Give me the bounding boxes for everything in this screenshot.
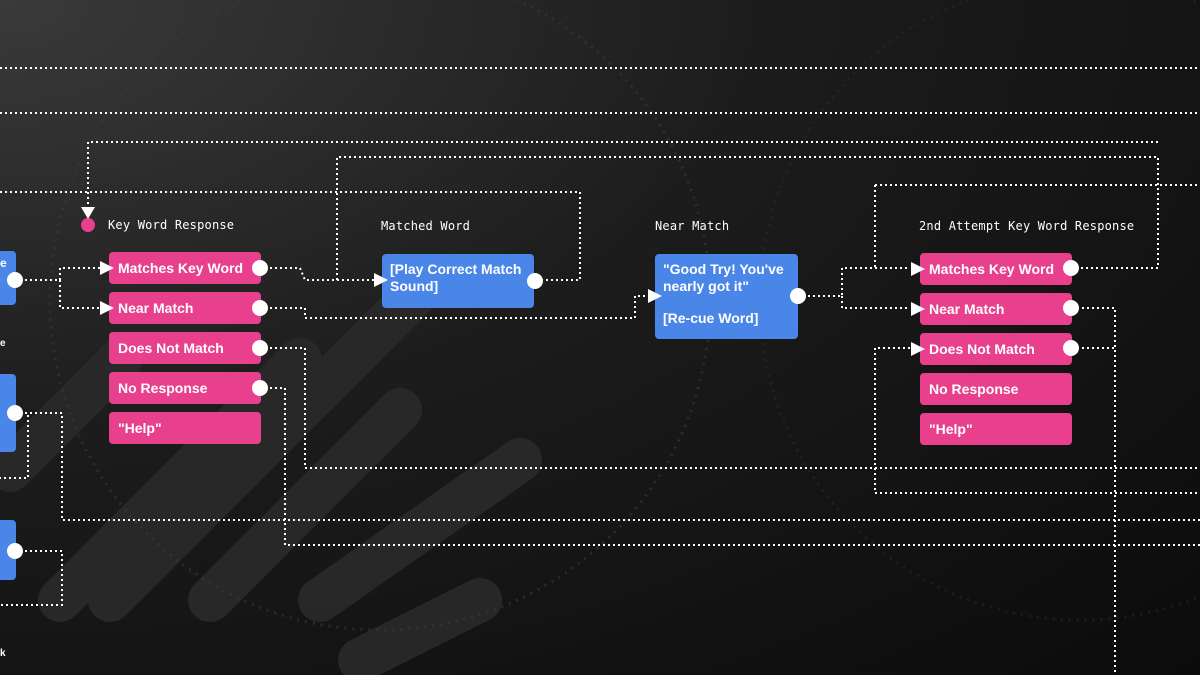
group-title-near-match: Near Match <box>655 219 730 233</box>
input-arrow-icon <box>648 289 662 303</box>
second-option-near-match[interactable]: Near Match <box>920 293 1072 325</box>
option-no-response[interactable]: No Response <box>109 372 261 404</box>
output-port[interactable] <box>252 300 268 316</box>
start-arrow-icon <box>81 207 95 219</box>
matched-word-card[interactable]: [Play Correct Match Sound] <box>382 254 534 308</box>
output-port[interactable] <box>7 405 23 421</box>
output-port[interactable] <box>527 273 543 289</box>
second-option-does-not-match[interactable]: Does Not Match <box>920 333 1072 365</box>
input-arrow-icon <box>911 262 925 276</box>
output-port[interactable] <box>1063 340 1079 356</box>
second-option-help[interactable]: "Help" <box>920 413 1072 445</box>
output-port[interactable] <box>7 272 23 288</box>
output-port[interactable] <box>790 288 806 304</box>
output-port[interactable] <box>7 543 23 559</box>
group-title-key-word-response: Key Word Response <box>108 218 235 232</box>
output-port[interactable] <box>252 380 268 396</box>
near-match-card-line2: [Re-cue Word] <box>663 310 759 326</box>
matched-word-card-text: [Play Correct Match Sound] <box>390 261 522 294</box>
near-match-card-line1: "Good Try! You've nearly got it" <box>663 261 784 294</box>
output-port[interactable] <box>252 260 268 276</box>
output-port[interactable] <box>1063 260 1079 276</box>
near-match-card[interactable]: "Good Try! You've nearly got it" [Re-cue… <box>655 254 798 339</box>
input-arrow-icon <box>911 342 925 356</box>
input-arrow-icon <box>911 302 925 316</box>
clipped-label-2: e <box>0 338 6 349</box>
clipped-card-1-text: e <box>0 256 7 270</box>
option-near-match[interactable]: Near Match <box>109 292 261 324</box>
clipped-label-3: k <box>0 648 6 659</box>
group-title-matched-word: Matched Word <box>381 219 471 233</box>
output-port[interactable] <box>252 340 268 356</box>
start-node-dot[interactable] <box>81 218 95 232</box>
input-arrow-icon <box>100 261 114 275</box>
group-title-second-attempt: 2nd Attempt Key Word Response <box>919 219 1135 233</box>
input-arrow-icon <box>374 273 388 287</box>
second-option-no-response[interactable]: No Response <box>920 373 1072 405</box>
output-port[interactable] <box>1063 300 1079 316</box>
input-arrow-icon <box>100 301 114 315</box>
second-option-matches-key-word[interactable]: Matches Key Word <box>920 253 1072 285</box>
option-matches-key-word[interactable]: Matches Key Word <box>109 252 261 284</box>
option-does-not-match[interactable]: Does Not Match <box>109 332 261 364</box>
option-help[interactable]: "Help" <box>109 412 261 444</box>
